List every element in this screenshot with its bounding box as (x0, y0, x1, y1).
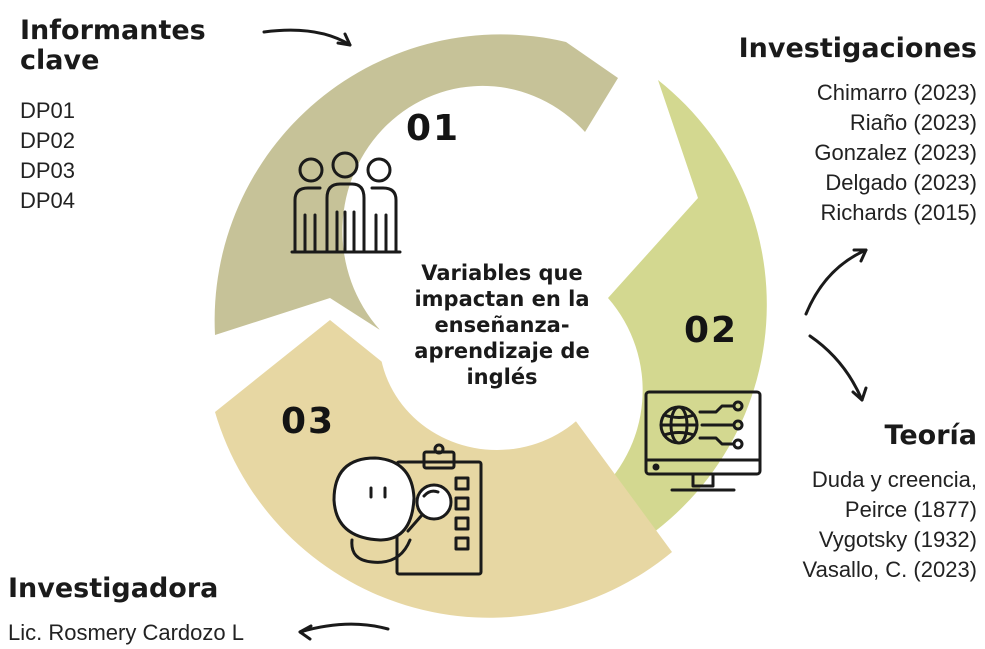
list-item: Lic. Rosmery Cardozo L (8, 620, 244, 645)
monitor-globe-icon (644, 390, 762, 492)
informantes-heading: Informantes clave (20, 15, 206, 76)
arrow-to-investigaciones (804, 248, 868, 316)
list-item: DP04 (20, 188, 76, 213)
segment-01 (214, 34, 619, 336)
list-item: DP03 (20, 158, 76, 183)
arrow-to-investigadora (298, 622, 390, 634)
arrow-to-investigaciones-head (852, 248, 868, 263)
segment-number-01: 01 (406, 108, 461, 149)
list-item: Vygotsky (1932) (818, 527, 977, 552)
segment-number-02: 02 (684, 310, 739, 351)
center-title: Variables que impactan en la enseñanza-a… (414, 261, 590, 389)
teoria-heading: Teoría (884, 420, 977, 451)
investigadora-block: Investigadora Lic. Rosmery Cardozo L (8, 574, 408, 648)
investigadora-list: Lic. Rosmery Cardozo L (8, 618, 408, 648)
list-item: Chimarro (2023) (816, 80, 977, 105)
group-of-people-icon (290, 151, 402, 254)
list-item: Gonzalez (2023) (814, 140, 977, 165)
list-item: Delgado (2023) (825, 170, 977, 195)
list-item: DP01 (20, 98, 76, 123)
list-item: Peirce (1877) (844, 497, 977, 522)
arrow-to-01 (262, 28, 352, 47)
list-item: Duda y creencia, (811, 467, 977, 492)
segment-02 (592, 80, 767, 568)
list-item: DP02 (20, 128, 76, 153)
teoria-block: Teoría Duda y creencia, Peirce (1877) Vy… (657, 421, 977, 585)
arrow-to-investigadora-head (298, 624, 313, 641)
informantes-list: DP01 DP02 DP03 DP04 (20, 96, 240, 216)
person-checklist-magnifier-icon (332, 443, 483, 576)
center-circle (379, 226, 615, 450)
arrow-to-teoria-head (851, 386, 868, 402)
informantes-block: Informantes clave DP01 DP02 DP03 DP04 (20, 16, 240, 216)
list-item: Vasallo, C. (2023) (802, 557, 977, 582)
arrow-to-teoria (808, 334, 864, 402)
investigaciones-list: Chimarro (2023) Riaño (2023) Gonzalez (2… (657, 78, 977, 228)
investigaciones-heading: Investigaciones (738, 33, 977, 64)
arrow-to-01-head (336, 32, 352, 47)
list-item: Riaño (2023) (849, 110, 977, 135)
investigadora-heading: Investigadora (8, 573, 219, 604)
list-item: Richards (2015) (820, 200, 977, 225)
investigaciones-block: Investigaciones Chimarro (2023) Riaño (2… (657, 34, 977, 228)
segment-number-03: 03 (281, 401, 336, 442)
teoria-list: Duda y creencia, Peirce (1877) Vygotsky … (657, 465, 977, 585)
